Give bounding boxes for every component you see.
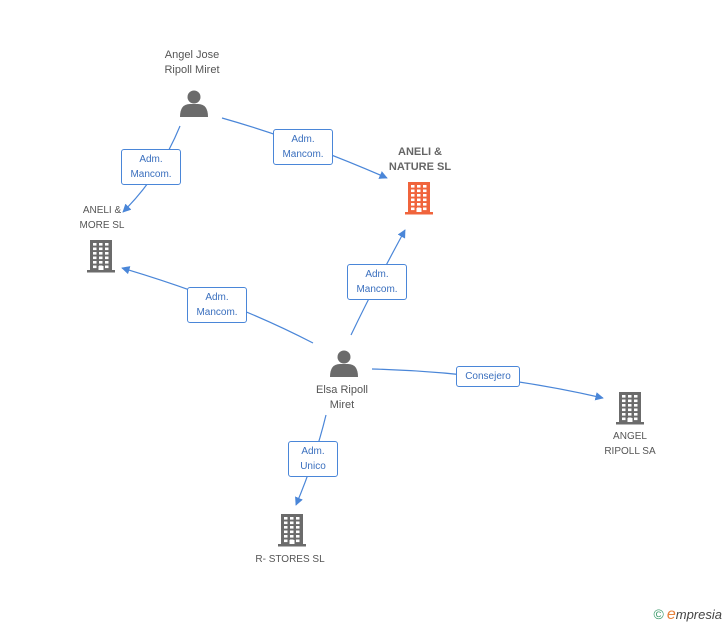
node-line: ANELI & — [82, 205, 122, 216]
node-line: Miret — [329, 399, 355, 411]
node-line: Ripoll Miret — [164, 64, 220, 76]
edge-line: Mancom. — [282, 149, 324, 160]
node-label-angel-ripoll-sa[interactable]: ANGEL RIPOLL SA — [580, 429, 680, 459]
edge-line: Adm. — [291, 134, 315, 145]
edge-line: Mancom. — [130, 169, 172, 180]
node-line: RIPOLL SA — [604, 446, 656, 457]
node-line: ANGEL — [613, 431, 647, 442]
copyright-icon: © — [653, 606, 664, 622]
building-icon-r_stores[interactable] — [278, 514, 306, 547]
edge-label-elsa-angel-ripoll-sa[interactable]: Consejero — [456, 366, 520, 387]
empresia-logo[interactable]: ©empresia — [654, 606, 722, 624]
node-line: NATURE SL — [388, 161, 452, 173]
node-line: Angel Jose — [164, 49, 220, 61]
building-icon-angel_ripoll_sa[interactable] — [616, 392, 644, 425]
edge-label-angeljose-aneli-more[interactable]: Adm. Mancom. — [121, 149, 181, 185]
node-label-angel-jose[interactable]: Angel Jose Ripoll Miret — [142, 48, 242, 78]
edge-line: Mancom. — [196, 307, 238, 318]
edge-label-elsa-aneli-more[interactable]: Adm. Mancom. — [187, 287, 247, 323]
node-line: Elsa Ripoll — [316, 384, 368, 396]
node-label-aneli-more[interactable]: ANELI & MORE SL — [52, 203, 152, 233]
person-icon-elsa[interactable] — [330, 350, 358, 378]
building-icon-aneli_nature[interactable] — [405, 182, 433, 215]
edge-line: Adm. — [139, 154, 163, 165]
node-line: MORE SL — [79, 220, 125, 231]
edge-line: Adm. — [301, 446, 325, 457]
node-label-r-stores[interactable]: R- STORES SL — [240, 552, 340, 567]
edge-label-elsa-r-stores[interactable]: Adm. Unico — [288, 441, 338, 477]
edge-line: Adm. — [205, 292, 229, 303]
node-label-aneli-nature[interactable]: ANELI & NATURE SL — [370, 145, 470, 175]
brand-name: mpresia — [675, 607, 722, 622]
edge-line: Mancom. — [356, 284, 398, 295]
edge-line: Adm. — [365, 269, 389, 280]
brand-initial: e — [666, 606, 676, 623]
person-icon-angel_jose[interactable] — [180, 90, 208, 118]
node-label-elsa[interactable]: Elsa Ripoll Miret — [292, 383, 392, 413]
edge-line: Unico — [300, 461, 326, 472]
node-line: ANELI & — [398, 146, 442, 158]
building-icon-aneli_more[interactable] — [87, 240, 115, 273]
edge-line: Consejero — [465, 371, 511, 382]
node-line: R- STORES SL — [255, 554, 325, 565]
edge-label-elsa-aneli-nature[interactable]: Adm. Mancom. — [347, 264, 407, 300]
edge-label-angeljose-aneli-nature[interactable]: Adm. Mancom. — [273, 129, 333, 165]
